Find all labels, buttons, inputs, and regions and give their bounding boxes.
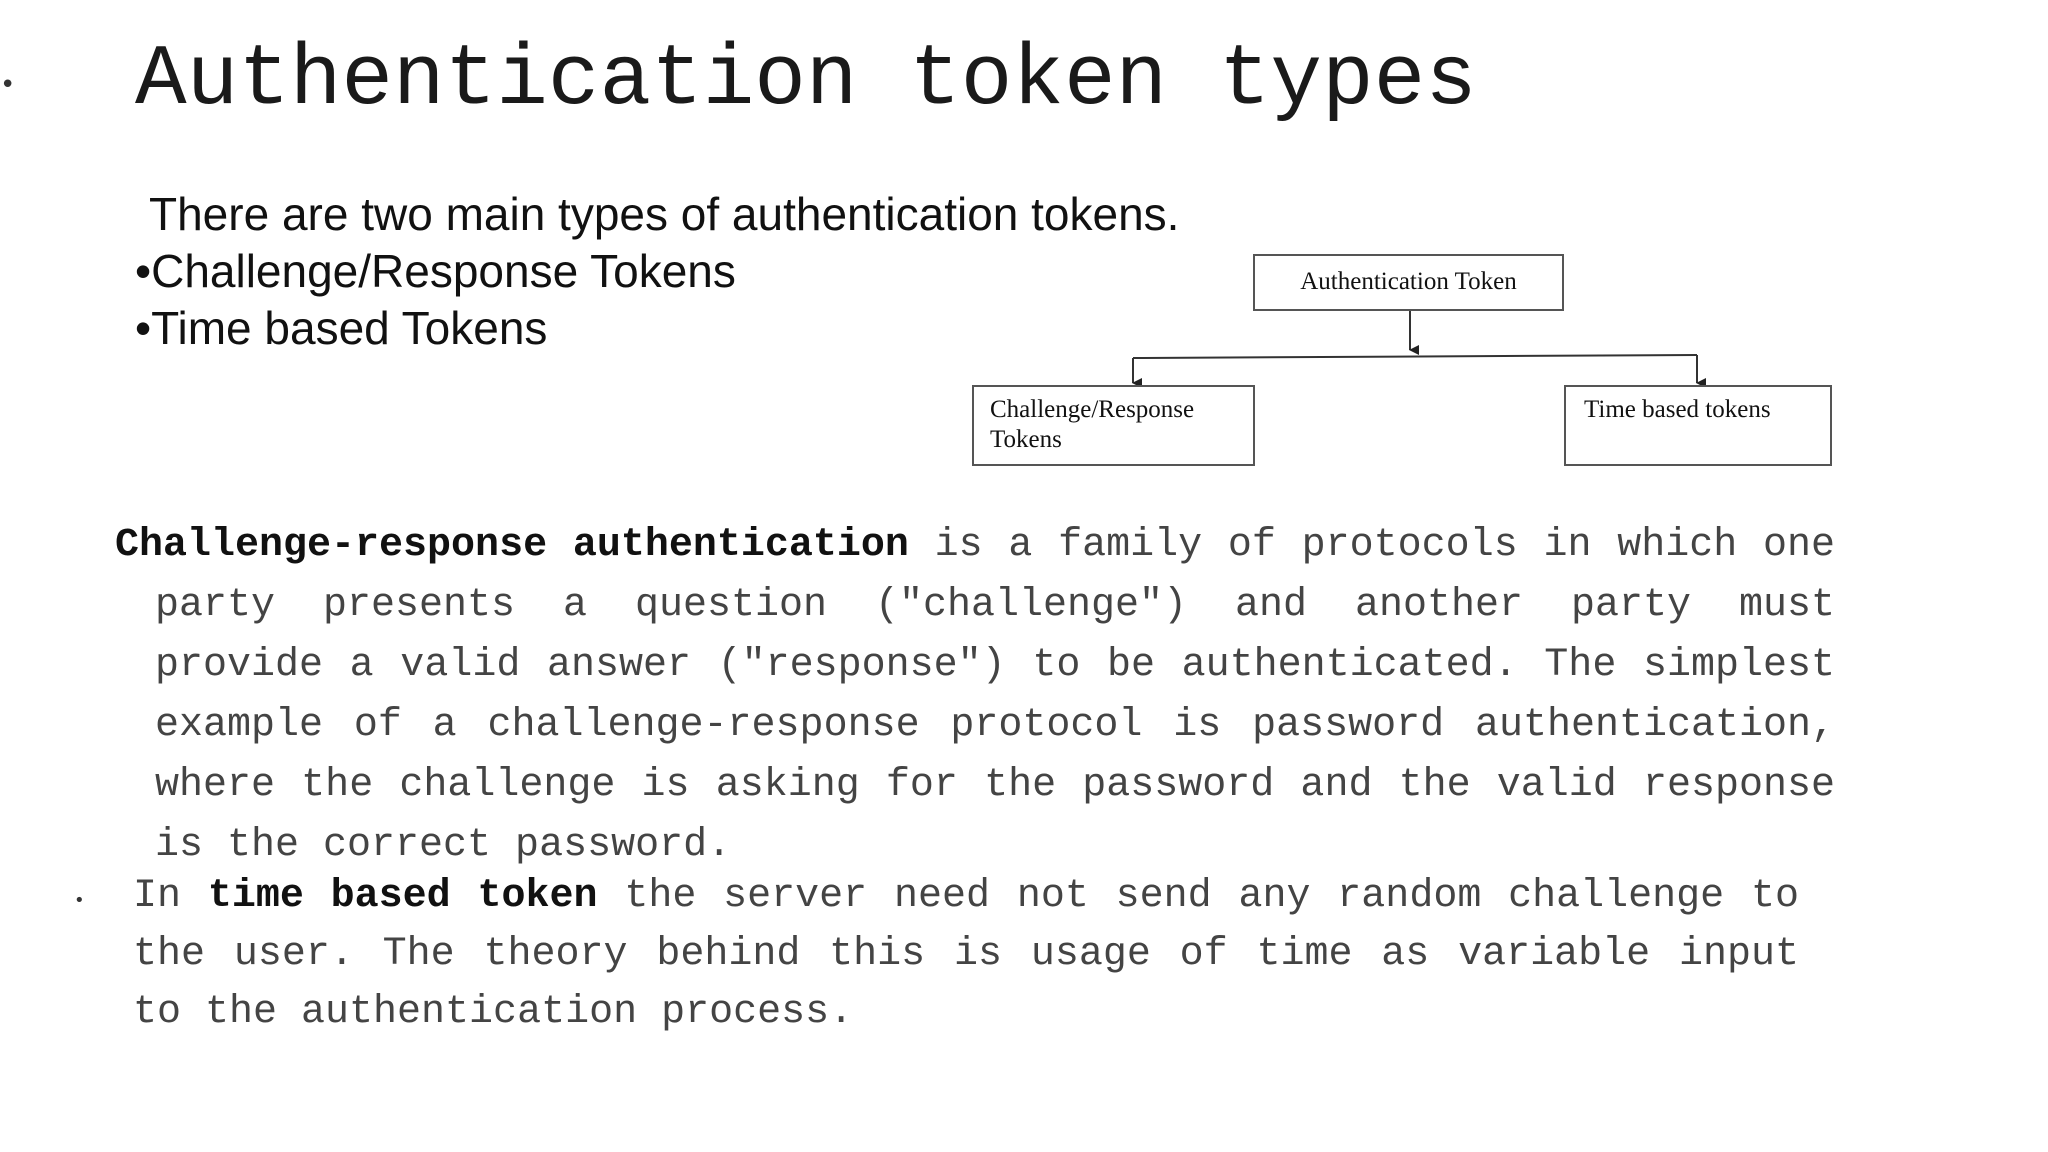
paragraph-lead: In (133, 874, 208, 919)
paragraph-bold-term: time based token (207, 874, 598, 919)
intro-sentence: There are two main types of authenticati… (149, 188, 1180, 240)
paragraph-text: is a family of protocols in which one pa… (155, 523, 1835, 868)
diagram-node-label: Authentication Token (1300, 268, 1517, 295)
diagram-node-label: Challenge/Response (990, 396, 1195, 423)
connector-horizontal (1132, 354, 1698, 359)
diagram-node-challenge-response: Challenge/Response Tokens (972, 385, 1255, 466)
diagram-node-authentication-token: Authentication Token (1253, 254, 1564, 311)
intro-list: There are two main types of authenticati… (135, 186, 1179, 357)
title-bullet-dot: • (0, 70, 16, 100)
diagram-node-label: Time based tokens (1584, 396, 1771, 423)
intro-bullet-challenge-response: •Challenge/Response Tokens (135, 245, 736, 297)
paragraph-text: the server need not send any random chal… (133, 874, 1799, 1035)
slide-title: Authentication token types (135, 31, 1477, 129)
intro-bullet-time-based: •Time based Tokens (135, 302, 548, 354)
diagram-node-label-2: Tokens (990, 426, 1062, 453)
time-based-paragraph: In time based token the server need not … (133, 868, 1799, 1042)
paragraph-bold-term: Challenge-response authentication (115, 523, 909, 568)
challenge-response-paragraph: Challenge-response authentication is a f… (115, 516, 1835, 876)
paragraph-bullet-dot: • (74, 890, 85, 911)
diagram-node-time-based: Time based tokens (1564, 385, 1832, 466)
